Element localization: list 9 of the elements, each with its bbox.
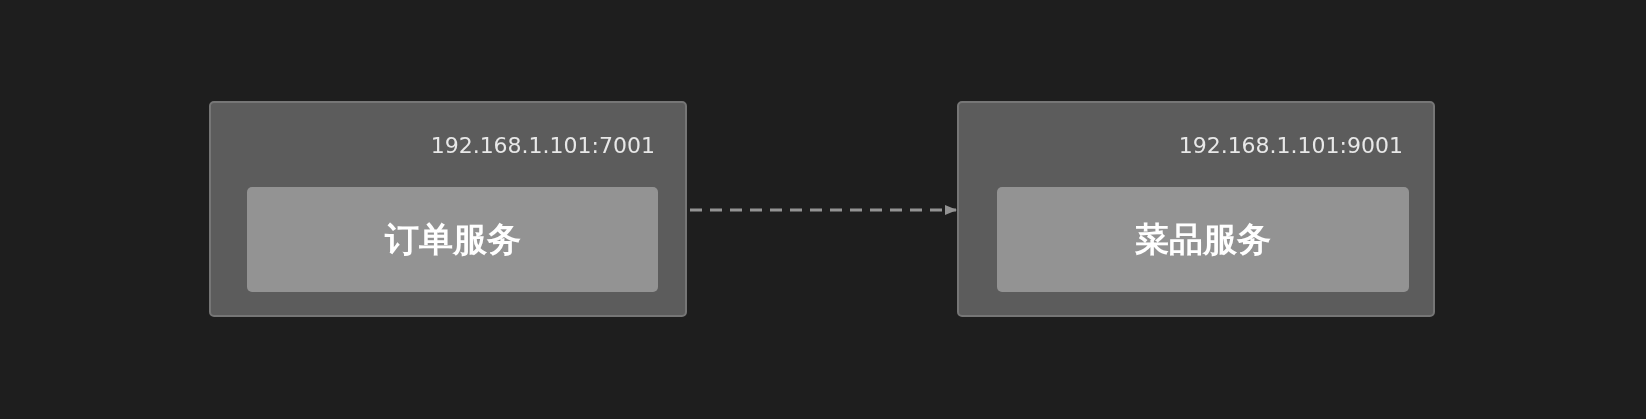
service-box	[997, 187, 1409, 292]
host-address: 192.168.1.101:9001	[1178, 133, 1403, 158]
host-box	[957, 101, 1435, 317]
service-box	[247, 187, 658, 292]
dashed-arrow	[690, 205, 957, 215]
service-name: 订单服务	[384, 217, 521, 261]
host-box	[209, 101, 687, 317]
host-address: 192.168.1.101:7001	[430, 133, 655, 158]
service-name: 菜品服务	[1135, 217, 1271, 261]
